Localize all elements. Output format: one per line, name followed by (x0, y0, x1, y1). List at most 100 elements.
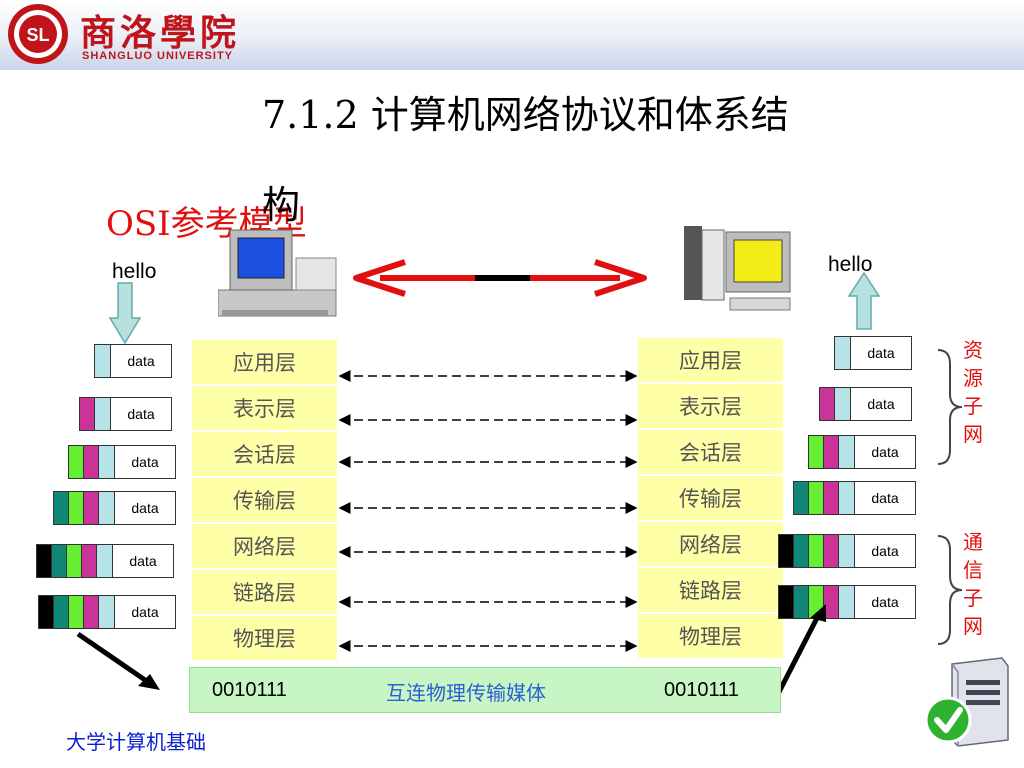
medium-label: 互连物理传输媒体 (386, 681, 546, 705)
packet-header-segment (808, 534, 823, 568)
down-arrow-icon (109, 282, 141, 344)
packet-data-label: data (854, 534, 916, 568)
logo-abbr: SL (26, 25, 49, 45)
packet-left-presentation: data (79, 397, 172, 431)
server-check-icon (924, 657, 1009, 747)
packet-header-segment (94, 344, 110, 378)
packet-header-segment (778, 534, 793, 568)
packet-data-label: data (114, 595, 176, 629)
packet-header-segment (68, 491, 83, 525)
up-arrow-icon (848, 272, 880, 330)
packet-header-segment (83, 595, 98, 629)
packet-header-segment (819, 387, 834, 421)
packet-header-segment (838, 534, 854, 568)
packet-header-segment (36, 544, 51, 578)
packet-header-segment (823, 435, 838, 469)
computer-right-icon (684, 226, 791, 311)
brace-resource-subnet (937, 349, 963, 465)
packet-header-segment (96, 544, 112, 578)
packet-left-transport: data (53, 491, 176, 525)
packet-header-segment (778, 585, 793, 619)
packet-data-label: data (114, 445, 176, 479)
double-arrow-icon (353, 259, 647, 297)
packet-header-segment (68, 445, 83, 479)
university-logo: SL (8, 4, 68, 64)
packet-header-segment (68, 595, 83, 629)
header-band (0, 0, 1024, 70)
brace-comm-subnet (937, 535, 963, 645)
layer-transport-left: 传输层 (192, 478, 337, 524)
layer-session-right: 会话层 (638, 430, 783, 476)
packet-header-segment (98, 491, 114, 525)
packet-right-network: data (778, 534, 916, 568)
physical-medium (189, 667, 781, 713)
layer-transport-right: 传输层 (638, 476, 783, 522)
peer-protocol-arrows (338, 370, 638, 652)
packet-header-segment (51, 544, 66, 578)
packet-header-segment (793, 585, 808, 619)
computer-left-icon (218, 229, 337, 317)
packet-left-session: data (68, 445, 176, 479)
layer-network-left: 网络层 (192, 524, 337, 570)
packet-header-segment (53, 491, 68, 525)
packet-data-label: data (110, 344, 172, 378)
osi-stack-right: 应用层 表示层 会话层 传输层 网络层 链路层 物理层 (638, 338, 783, 660)
footer-course-name: 大学计算机基础 (66, 730, 206, 754)
logo-english-name: SHANGLUO UNIVERSITY (82, 50, 234, 62)
logo-chinese-name: 商洛學院 (80, 12, 241, 54)
packet-header-segment (834, 387, 850, 421)
packet-header-segment (838, 481, 854, 515)
arrow-up-from-medium (775, 604, 826, 696)
layer-application-right: 应用层 (638, 338, 783, 384)
layer-physical-left: 物理层 (192, 616, 337, 662)
packet-right-application: data (834, 336, 912, 370)
bits-right: 0010111 (664, 679, 739, 701)
page-title-wrap: 构 (262, 183, 301, 227)
layer-session-left: 会话层 (192, 432, 337, 478)
packet-header-segment (94, 397, 110, 431)
packet-data-label: data (854, 585, 916, 619)
packet-header-segment (823, 481, 838, 515)
packet-data-label: data (854, 481, 916, 515)
packet-header-segment (838, 435, 854, 469)
packet-header-segment (83, 445, 98, 479)
packet-header-segment (98, 595, 114, 629)
packet-right-presentation: data (819, 387, 912, 421)
osi-stack-left: 应用层 表示层 会话层 传输层 网络层 链路层 物理层 (192, 340, 337, 662)
packet-header-segment (823, 534, 838, 568)
layer-presentation-left: 表示层 (192, 386, 337, 432)
packet-header-segment (808, 481, 823, 515)
packet-header-segment (793, 481, 808, 515)
arrow-down-to-medium (76, 631, 160, 690)
layer-datalink-right: 链路层 (638, 568, 783, 614)
layer-datalink-left: 链路层 (192, 570, 337, 616)
hello-left: hello (112, 260, 157, 283)
packet-header-segment (66, 544, 81, 578)
page-title: 7.1.2 计算机网络协议和体系结 (262, 93, 789, 137)
packet-header-segment (53, 595, 68, 629)
packet-header-segment (98, 445, 114, 479)
packet-header-segment (834, 336, 850, 370)
packet-header-segment (793, 534, 808, 568)
packet-header-segment (838, 585, 854, 619)
packet-data-label: data (850, 336, 912, 370)
layer-physical-right: 物理层 (638, 614, 783, 660)
packet-header-segment (81, 544, 96, 578)
packet-header-segment (38, 595, 53, 629)
packet-header-segment (808, 435, 823, 469)
packet-data-label: data (110, 397, 172, 431)
packet-header-segment (83, 491, 98, 525)
packet-left-network: data (36, 544, 174, 578)
packet-right-transport: data (793, 481, 916, 515)
packet-left-datalink: data (38, 595, 176, 629)
bits-left: 0010111 (212, 679, 287, 701)
packet-left-application: data (94, 344, 172, 378)
layer-presentation-right: 表示层 (638, 384, 783, 430)
packet-data-label: data (850, 387, 912, 421)
packet-data-label: data (112, 544, 174, 578)
packet-header-segment (823, 585, 838, 619)
layer-network-right: 网络层 (638, 522, 783, 568)
packet-right-session: data (808, 435, 916, 469)
label-resource-subnet: 资源子网 (963, 338, 983, 446)
label-comm-subnet: 通信子网 (963, 530, 983, 638)
